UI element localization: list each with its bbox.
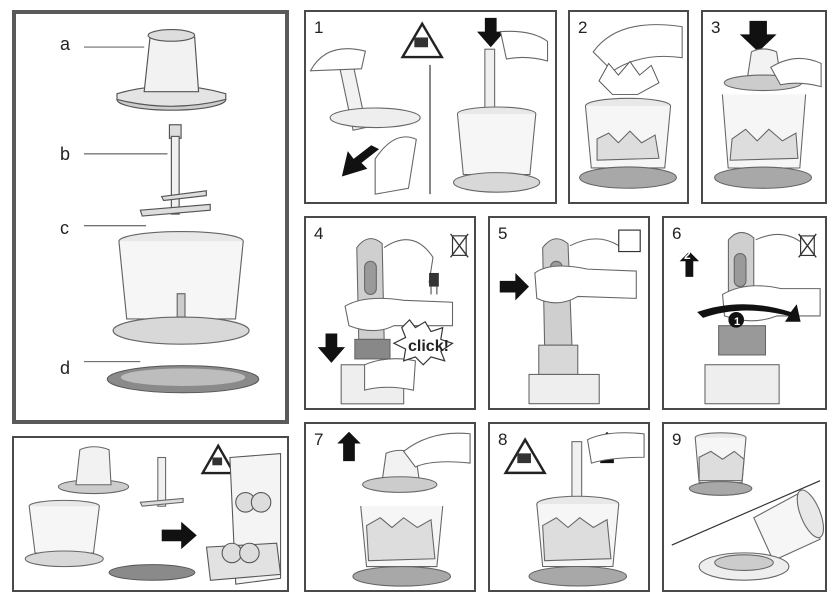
click-text: click! xyxy=(408,338,449,355)
arrow-icon xyxy=(739,20,777,52)
parts-panel: a b c d xyxy=(12,10,289,424)
lid-dishwasher xyxy=(57,446,130,495)
divider-line xyxy=(671,480,821,546)
arrow-icon xyxy=(337,431,361,462)
step-2-panel: 2 xyxy=(568,10,689,204)
bowl-step-3 xyxy=(714,48,822,189)
lift-step-number: 2 xyxy=(684,248,691,262)
step-number: 3 xyxy=(711,18,721,37)
twist-step-number: 1 xyxy=(734,316,741,328)
step-4-panel: 4 click! xyxy=(304,216,476,410)
blade-part xyxy=(139,124,211,217)
hand-cut-warning-icon xyxy=(503,437,547,475)
bowl-dishwasher xyxy=(24,499,104,568)
bowl-pouring xyxy=(753,489,825,562)
arrow-icon xyxy=(477,17,505,48)
hand-blender-step-4 xyxy=(340,238,454,405)
arrow-icon xyxy=(341,145,380,177)
bowl-step-7 xyxy=(352,432,471,587)
part-label-c: c xyxy=(60,218,69,238)
step-8-panel: 8 xyxy=(488,422,650,592)
hand-blender-step-5 xyxy=(528,238,637,405)
step-number: 6 xyxy=(672,224,682,243)
step-number: 9 xyxy=(672,430,682,449)
arrow-icon xyxy=(499,273,530,301)
bowl-step-8 xyxy=(528,432,645,587)
bowl-step-1 xyxy=(452,30,549,193)
step-9-panel: 9 xyxy=(662,422,827,592)
part-label-d: d xyxy=(60,358,71,378)
lid-part xyxy=(116,28,227,111)
step-number: 4 xyxy=(314,224,324,243)
cleaning-panel xyxy=(12,436,289,592)
step-6-panel: 6 2 1 xyxy=(662,216,827,410)
step-1-panel: 1 xyxy=(304,10,557,204)
hand-blender-step-6 xyxy=(704,231,821,405)
step-number: 8 xyxy=(498,430,508,449)
click-burst xyxy=(392,318,454,366)
blade-removal xyxy=(309,48,421,195)
parts-illustration xyxy=(83,28,260,394)
base-dishwasher xyxy=(108,564,196,581)
serving-plate xyxy=(698,552,790,581)
step-number: 1 xyxy=(314,18,324,37)
twist-arrow-icon xyxy=(697,304,801,322)
plug-crossed-icon xyxy=(798,233,817,258)
arrow-icon xyxy=(161,521,197,550)
base-part xyxy=(106,365,260,394)
hand-cut-warning-icon xyxy=(400,21,444,59)
step-5-panel: 5 xyxy=(488,216,650,410)
step-number: 2 xyxy=(578,18,588,37)
part-label-b: b xyxy=(60,144,71,164)
bowl-part xyxy=(112,230,250,345)
step-number: 5 xyxy=(498,224,508,243)
step-number: 7 xyxy=(314,430,324,449)
step-7-panel: 7 xyxy=(304,422,476,592)
food-pieces xyxy=(598,60,660,95)
dishwasher-icon xyxy=(205,453,282,585)
arrow-icon xyxy=(317,333,346,363)
blade-dishwasher xyxy=(139,456,184,507)
plug-icon xyxy=(429,272,439,295)
twist-badge xyxy=(728,312,745,328)
part-label-a: a xyxy=(60,34,71,54)
bowl-upright xyxy=(688,432,753,496)
hand-cut-warning-icon xyxy=(200,443,236,475)
arrow-icon xyxy=(679,251,700,277)
step-3-panel: 3 xyxy=(701,10,827,204)
wall-socket-icon xyxy=(618,229,641,253)
plug-crossed-icon xyxy=(450,233,469,258)
bowl-step-2 xyxy=(579,97,677,189)
